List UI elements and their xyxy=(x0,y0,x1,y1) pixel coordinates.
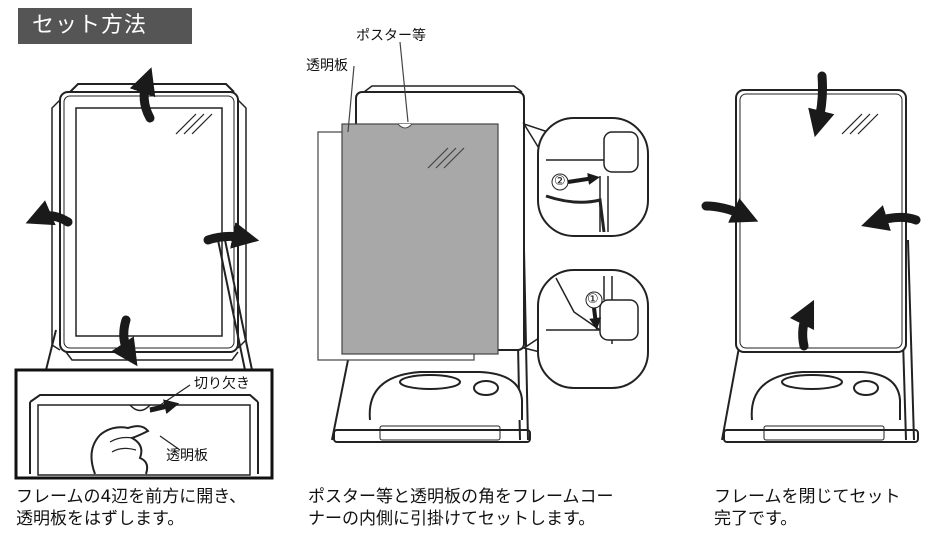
step2-caption-line2: ナーの内側に引掛けてセットします。 xyxy=(308,509,596,529)
open-arrows xyxy=(25,67,260,367)
detail-bottom xyxy=(522,269,649,389)
marker-1: ① xyxy=(587,292,599,307)
step1-caption-line2: 透明板をはずします。 xyxy=(16,509,185,529)
label-clear-panel: 透明板 xyxy=(306,58,348,74)
step1-caption: フレームの4辺を前方に開き、 透明板をはずします。 xyxy=(16,486,246,530)
step2-caption-line1: ポスター等と透明板の角をフレームコー xyxy=(308,487,614,507)
label-poster: ポスター等 xyxy=(356,28,426,44)
step2-caption: ポスター等と透明板の角をフレームコー ナーの内側に引掛けてセットします。 xyxy=(308,486,614,530)
notch-inset xyxy=(14,368,274,480)
step3-caption-line1: フレームを閉じてセット xyxy=(714,487,901,507)
step3-caption: フレームを閉じてセット 完了です。 xyxy=(714,486,901,530)
label-notch: 切り欠き xyxy=(194,376,250,392)
label-clear-panel-inset: 透明板 xyxy=(166,448,208,464)
poster xyxy=(341,123,499,355)
section-title: セット方法 xyxy=(18,8,192,44)
stand-closed-frame xyxy=(721,89,919,443)
stand-open-frame xyxy=(45,83,253,371)
step3-caption-line2: 完了です。 xyxy=(714,509,798,529)
detail-top xyxy=(522,117,649,237)
close-arrows xyxy=(701,71,921,351)
step1-caption-line1: フレームの4辺を前方に開き、 xyxy=(16,487,247,507)
marker-2: ② xyxy=(554,174,566,189)
